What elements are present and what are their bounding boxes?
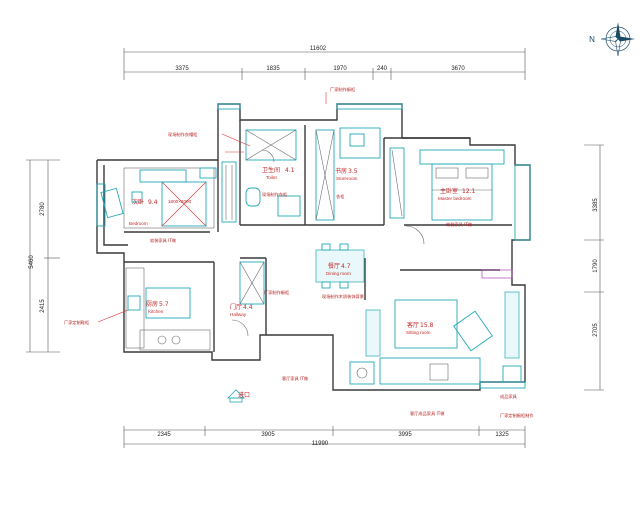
room-labels: 次卧 9.4 Bedroom 1800×2000 卫生间 4.1 Toilet … [129,166,476,335]
room-kitchen-en: Kitchen [148,309,164,314]
left-seg-2: 2415 [40,299,46,313]
annotation-7: 软装家具 IT做 [446,221,473,228]
room-storeroom-area: 3.5 [348,168,358,175]
top-seg-5: 3670 [451,66,465,72]
bottom-seg-2: 3905 [261,432,275,438]
room-dining-en: Dining room [326,271,351,276]
room-hallway-en: Hallway [230,312,247,317]
room-master-en: Master bedroom [438,196,472,201]
top-seg-1: 3375 [175,66,189,72]
room-kitchen-name: 厨房 [146,300,158,308]
toilet-furniture [221,129,301,223]
left-seg-1: 2780 [40,202,46,216]
annotation-6: 软装家具 IT做 [150,237,177,244]
room-bedroom2-area: 9.4 [148,199,158,206]
right-dimension: 3385 1790 2705 [584,144,604,391]
kitchen-furniture [125,267,211,351]
windows [96,103,531,389]
room-living-en: Sitting room [406,330,431,335]
annotation-5: 厂家制作橱柜 [264,289,289,296]
room-master-name: 主卧室 [440,187,458,195]
master-bedroom-furniture [389,147,505,245]
annotation-4: 衣柜 [336,193,344,200]
living-furniture [349,291,522,385]
entrance-label: 进口 [238,391,250,399]
right-seg-3: 2705 [593,323,599,337]
bottom-dimension: 2345 3905 3995 1325 11990 [123,426,526,448]
annotation-9: 现场制作木质装饰背景 [322,293,364,300]
dining-furniture [315,243,513,289]
room-dining-name: 餐厅 [328,262,340,270]
room-living-area: 15.8 [420,322,434,329]
room-bedroom2-name: 次卧 [132,198,144,206]
outer-walls [96,103,531,391]
room-bedroom2-en: Bedroom [129,221,148,226]
annotation-2: 厂家制作橱柜 [330,86,355,93]
room-kitchen-area: 5.7 [159,301,169,308]
storeroom-furniture [315,127,381,221]
room-hallway-area: 4.4 [243,304,253,311]
room-master-area: 12.1 [462,188,476,195]
annotations: 现场制作衣帽柜 厂家制作橱柜 现场制作衣柜 衣柜 厂家制作橱柜 软装家具 IT做… [64,86,534,419]
right-seg-2: 1790 [593,259,599,273]
annotation-3: 现场制作衣柜 [262,191,287,198]
annotation-10: 客厅家具 IT做 [282,375,309,382]
room-toilet-area: 4.1 [285,167,295,174]
annotation-12: 成品家具 [500,393,518,400]
hallway-furniture [231,261,265,337]
bottom-seg-1: 2345 [157,432,171,438]
room-toilet-en: Toilet [266,175,277,180]
left-total-dim: 5460 [29,255,35,269]
top-seg-3: 1970 [333,66,347,72]
bottom-seg-4: 1325 [495,432,509,438]
compass-label: N [589,35,595,44]
leader-lines [97,92,327,323]
bed-size-label: 1800×2000 [168,199,192,204]
annotation-8: 厂家定制鞋柜 [64,319,89,326]
bedroom2-furniture [100,167,217,229]
annotation-13: 厂家定制橱柜制作 [500,412,534,419]
room-hallway-name: 门厅 [230,303,242,311]
left-dimension: 5460 2780 2415 [26,159,60,353]
top-dimension: 11602 3375 1835 1970 240 3670 [123,46,526,80]
top-seg-2: 1835 [266,66,280,72]
top-seg-4: 240 [377,66,388,72]
room-storeroom-name: 书房 [335,167,347,175]
right-seg-1: 3385 [593,198,599,212]
bottom-seg-3: 3995 [398,432,412,438]
annotation-11: 客厅成品家具 IT做 [410,410,445,417]
room-toilet-name: 卫生间 [262,166,280,174]
annotation-1: 现场制作衣帽柜 [168,131,197,138]
bottom-total-dim: 11990 [312,441,329,447]
room-living-name: 客厅 [407,321,419,329]
top-total-dim: 11602 [310,46,327,52]
room-storeroom-en: Storeroom [336,176,358,181]
north-compass-icon: N [589,22,635,57]
interior-walls [124,120,512,352]
entrance-marker: 进口 [227,389,250,403]
room-dining-area: 4.7 [341,263,351,270]
